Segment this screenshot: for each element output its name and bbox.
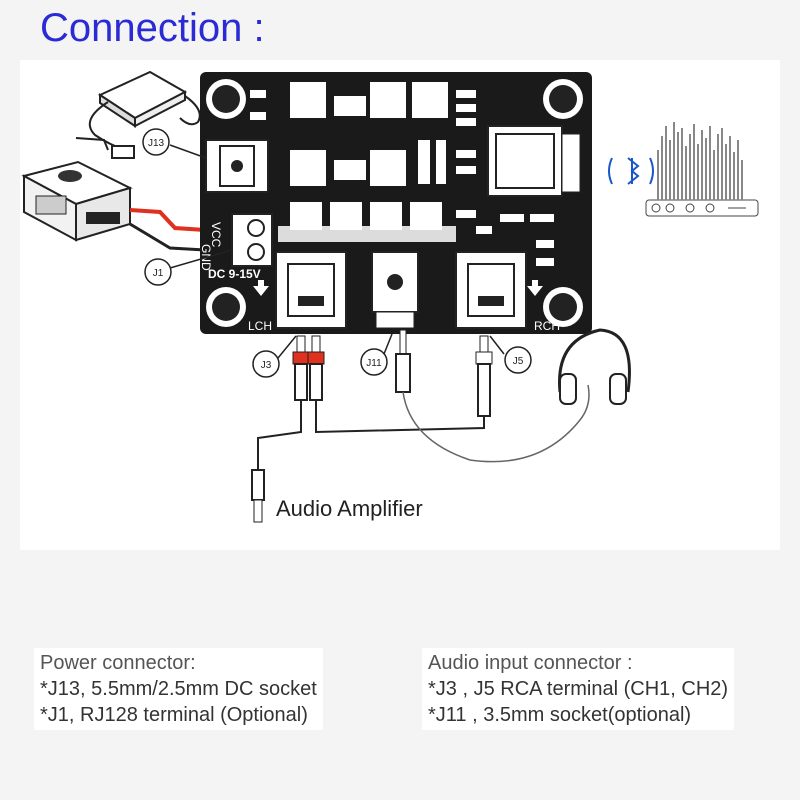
rca-plug-left — [292, 335, 325, 401]
audio-input-line-2: *J11 , 3.5mm socket(optional) — [428, 704, 692, 726]
callout-j5-text: J5 — [513, 356, 524, 367]
power-adapter-icon — [75, 70, 201, 159]
amp-jack-plug — [251, 469, 265, 523]
callout-j13-text: J13 — [148, 138, 165, 149]
callout-j3-text: J3 — [261, 360, 272, 371]
rca-plug-right — [475, 335, 493, 417]
vcc-label: VCC — [209, 222, 223, 248]
headphone-cable — [402, 384, 590, 463]
diagram-svg: VCC GND DC 9-15V LCH RCH J13 J1 J3 J11 J… — [21, 70, 759, 523]
callout-j13: J13 — [142, 128, 207, 159]
audio-input-line-1: *J3 , J5 RCA terminal (CH1, CH2) — [428, 678, 729, 700]
lch-label: LCH — [248, 319, 272, 333]
callout-j5: J5 — [489, 335, 532, 374]
connection-diagram: VCC GND DC 9-15V LCH RCH J13 J1 J3 J11 J… — [20, 60, 780, 550]
callout-j1-text: J1 — [153, 268, 164, 279]
audio-input-notes: Audio input connector : *J3 , J5 RCA ter… — [422, 648, 735, 730]
callout-j11: J11 — [360, 333, 393, 376]
page-title: Connection : — [40, 6, 265, 50]
power-connector-heading: Power connector: — [40, 652, 196, 674]
amp-cable — [257, 400, 302, 470]
gnd-wire — [129, 222, 206, 252]
vcc-wire — [129, 208, 206, 232]
power-supply-icon — [21, 160, 133, 242]
amplifier-board: VCC GND DC 9-15V LCH RCH — [199, 72, 592, 334]
audio-amplifier-label: Audio Amplifier — [276, 496, 423, 521]
callout-j11-text: J11 — [366, 358, 382, 369]
jack-plug-center — [395, 329, 411, 393]
callout-j1: J1 — [144, 249, 233, 286]
speaker-spectrum-icon — [645, 122, 759, 217]
power-connector-notes: Power connector: *J13, 5.5mm/2.5mm DC so… — [34, 648, 323, 730]
power-connector-line-1: *J13, 5.5mm/2.5mm DC socket — [40, 678, 317, 700]
headphones-icon — [558, 328, 631, 405]
rca-cable — [315, 400, 485, 434]
bluetooth-icon — [608, 157, 654, 185]
callout-j3: J3 — [252, 335, 297, 378]
power-connector-line-2: *J1, RJ128 terminal (Optional) — [40, 704, 308, 726]
rch-label: RCH — [534, 319, 560, 333]
audio-input-heading: Audio input connector : — [428, 652, 633, 674]
dc-range-label: DC 9-15V — [208, 267, 261, 281]
